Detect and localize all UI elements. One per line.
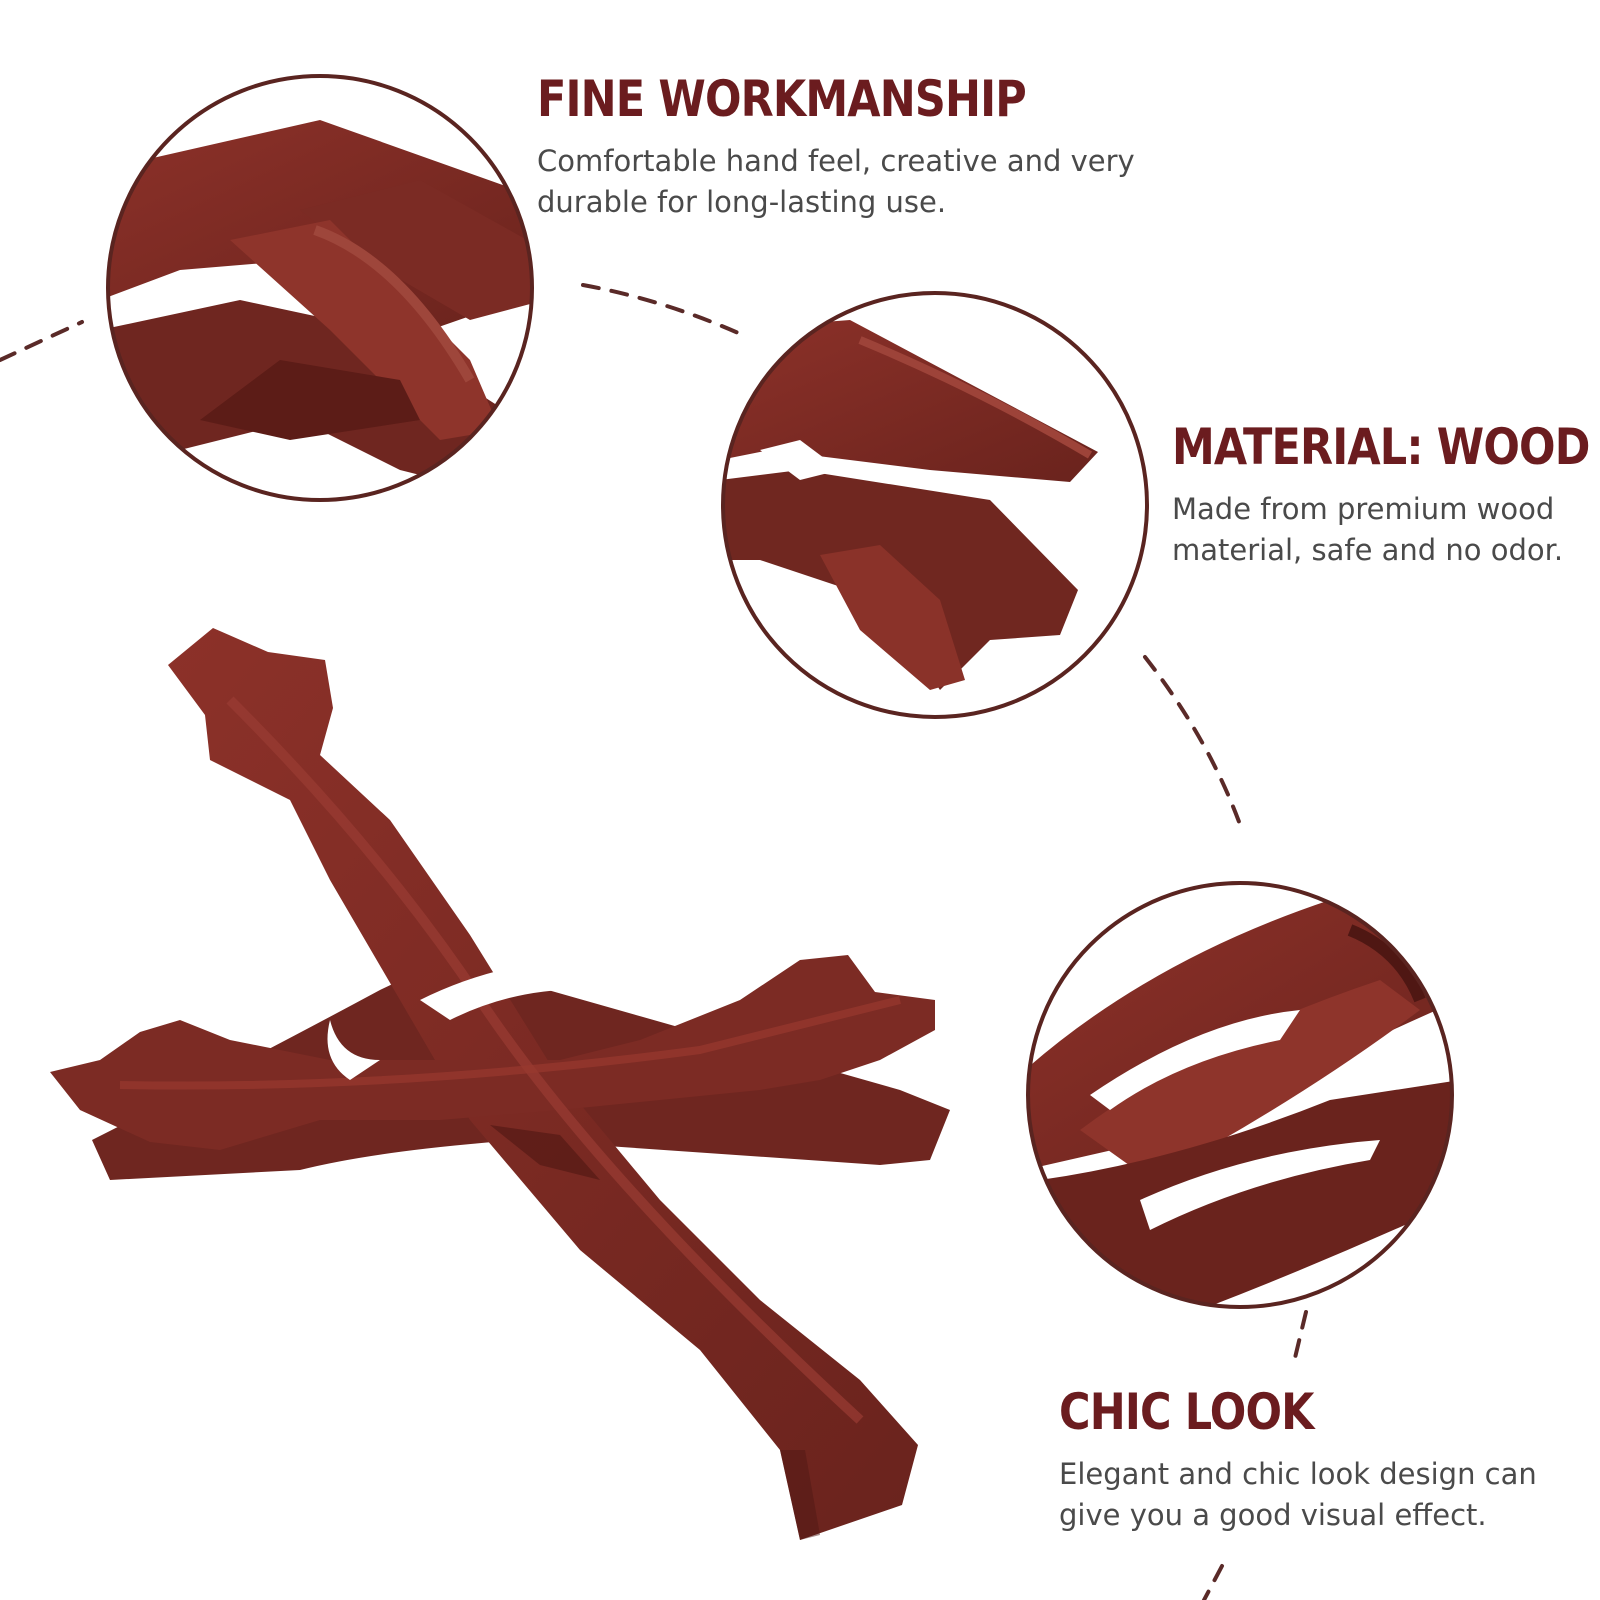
wooden-tripod-stand <box>50 628 950 1540</box>
feature-description: Comfortable hand feel, creative and very… <box>537 144 1135 219</box>
dash-right <box>1143 655 1244 832</box>
dash-bottom <box>1202 1564 1224 1600</box>
detail-circle-border-3 <box>1026 881 1454 1309</box>
detail-image-3 <box>1026 881 1454 1309</box>
feature-chic-look: CHIC LOOK Elegant and chic look design c… <box>1059 1385 1559 1536</box>
interlocked-branches-closeup <box>1028 883 1452 1307</box>
feature-title: CHIC LOOK <box>1059 1383 1314 1441</box>
dashed-connector-lines <box>0 283 1308 1600</box>
feature-description: Made from premium wood material, safe an… <box>1172 492 1564 567</box>
detail-image-1 <box>106 74 534 502</box>
feature-description: Elegant and chic look design can give yo… <box>1059 1457 1537 1532</box>
feature-material-wood: MATERIAL: WOOD Made from premium wood ma… <box>1172 420 1600 571</box>
feature-fine-workmanship: FINE WORKMANSHIP Comfortable hand feel, … <box>537 72 1137 223</box>
feature-title: FINE WORKMANSHIP <box>537 70 1027 128</box>
wood-tip-closeup <box>723 293 1147 717</box>
wood-branch-closeup <box>108 76 532 500</box>
detail-circle-border-2 <box>721 291 1149 719</box>
dash-top <box>581 283 747 338</box>
dash-lower-right <box>1292 1310 1308 1364</box>
detail-circle-border-1 <box>106 74 534 502</box>
feature-title: MATERIAL: WOOD <box>1172 418 1590 476</box>
dash-left <box>0 320 84 362</box>
detail-image-2 <box>721 291 1149 719</box>
stand-leg-front <box>50 955 935 1150</box>
